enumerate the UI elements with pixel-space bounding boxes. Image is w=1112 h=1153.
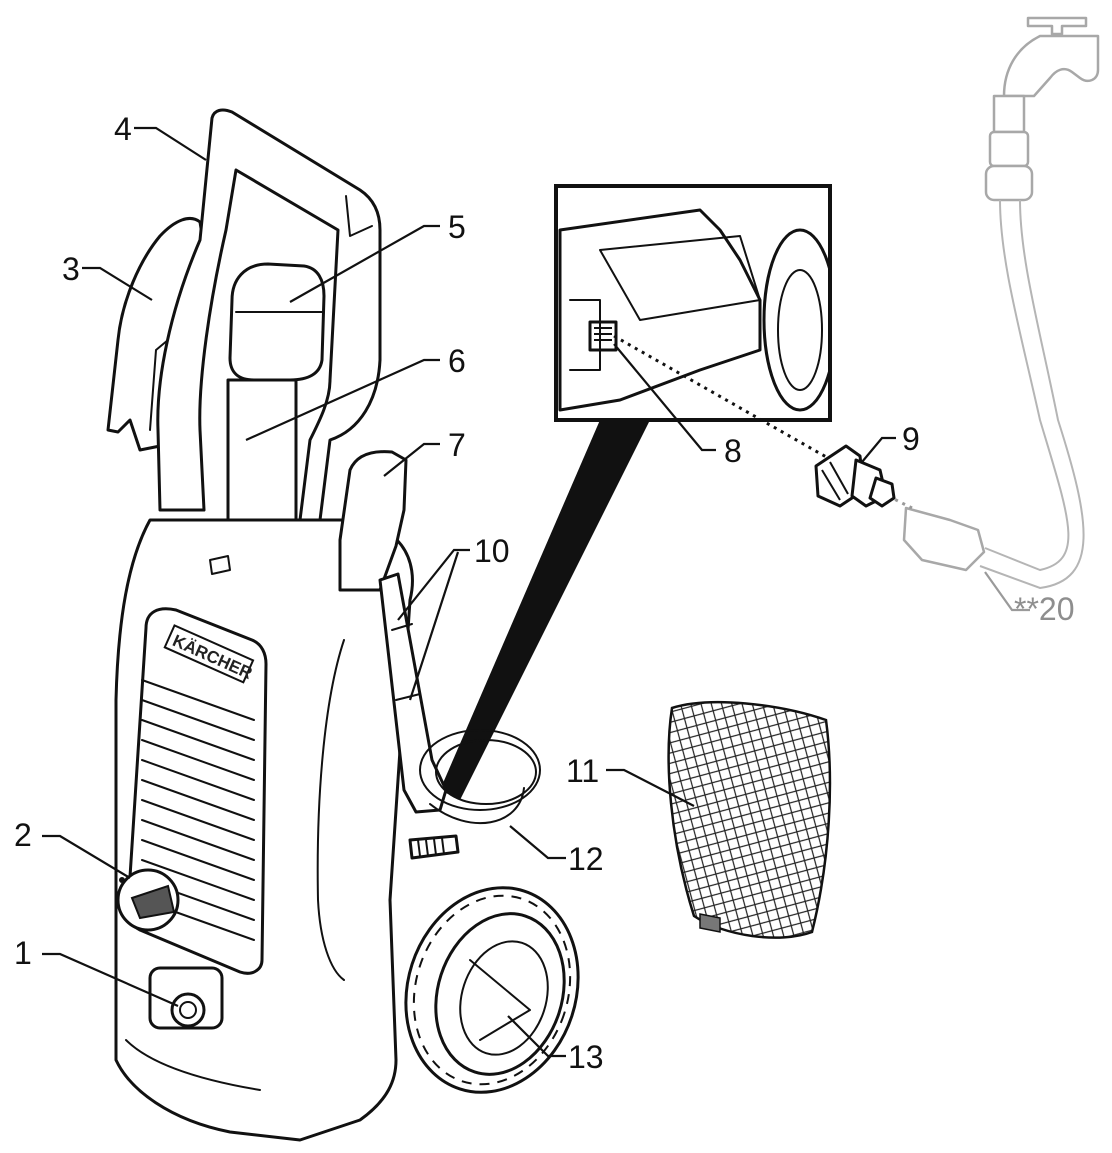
hose-coupling-top	[984, 164, 1034, 202]
leader-11	[606, 768, 695, 807]
label-2: 2	[14, 817, 32, 853]
tap-body	[1002, 34, 1100, 98]
water-filter	[667, 701, 832, 939]
label-6: 6	[448, 343, 466, 379]
label-10: 10	[474, 533, 510, 569]
label-1: 1	[14, 935, 32, 971]
leader-7	[383, 442, 440, 477]
zoom-wedge	[440, 420, 650, 800]
leader-4	[134, 126, 207, 161]
inset-edge	[569, 299, 601, 371]
leader-9	[861, 436, 896, 463]
leader-13	[507, 1015, 566, 1058]
hose-line-b	[979, 199, 1085, 590]
zoom-inset	[440, 184, 832, 800]
leader-12	[509, 825, 566, 860]
label-11: 11	[566, 753, 599, 789]
label-7: 7	[448, 427, 466, 463]
carry-handle	[156, 108, 382, 522]
coupling-tip	[868, 476, 896, 508]
inset-wheel	[762, 228, 828, 412]
inset-wheel-hub	[777, 269, 823, 391]
water-inlet	[170, 992, 206, 1028]
wheel-tread	[412, 894, 572, 1086]
dotted-connection	[613, 334, 829, 460]
label-4: 4	[114, 111, 132, 147]
spray-gun-holder-column	[226, 378, 298, 540]
gun-holder-hook	[338, 450, 408, 592]
label-5: 5	[448, 209, 466, 245]
leader-10b	[408, 551, 460, 701]
inset-inlet-fitting	[588, 320, 618, 352]
label-20: **20	[1014, 591, 1075, 627]
leader-lines	[42, 126, 896, 1058]
device-switch-knob	[130, 884, 176, 920]
tap-adapter	[988, 130, 1030, 168]
badge	[209, 555, 231, 575]
leader-2	[42, 834, 131, 879]
label-3: 3	[62, 251, 80, 287]
leader-8	[613, 343, 716, 452]
tap-handle	[1026, 16, 1088, 36]
grille-slats	[141, 679, 255, 941]
leader-1	[42, 952, 179, 1008]
label-8: 8	[724, 433, 742, 469]
leader-3	[82, 266, 153, 301]
hose-coupling-bottom	[902, 506, 986, 572]
high-pressure-hose	[408, 729, 541, 860]
wheel	[404, 886, 580, 1094]
leader-20	[984, 571, 1030, 612]
filter-tab	[699, 913, 721, 933]
part-labels: 4 3 5 6 7 10 2 1 8 9 11 12 13	[14, 111, 920, 1075]
pressure-washer: KÄRCHER	[106, 108, 580, 1142]
water-tap-and-hose: **20	[902, 16, 1100, 627]
label-13: 13	[568, 1039, 604, 1075]
inset-recess	[599, 235, 761, 321]
leader-10a	[397, 548, 470, 621]
inset-body	[558, 208, 762, 412]
hose-line-a	[984, 199, 1070, 572]
label-9: 9	[902, 421, 920, 457]
filter-mesh	[667, 701, 832, 939]
storage-cap	[228, 262, 326, 382]
label-12: 12	[568, 841, 604, 877]
coupling-part	[814, 444, 896, 508]
leader-6	[245, 358, 440, 442]
tap-connector	[992, 94, 1026, 134]
leader-5	[289, 224, 440, 303]
